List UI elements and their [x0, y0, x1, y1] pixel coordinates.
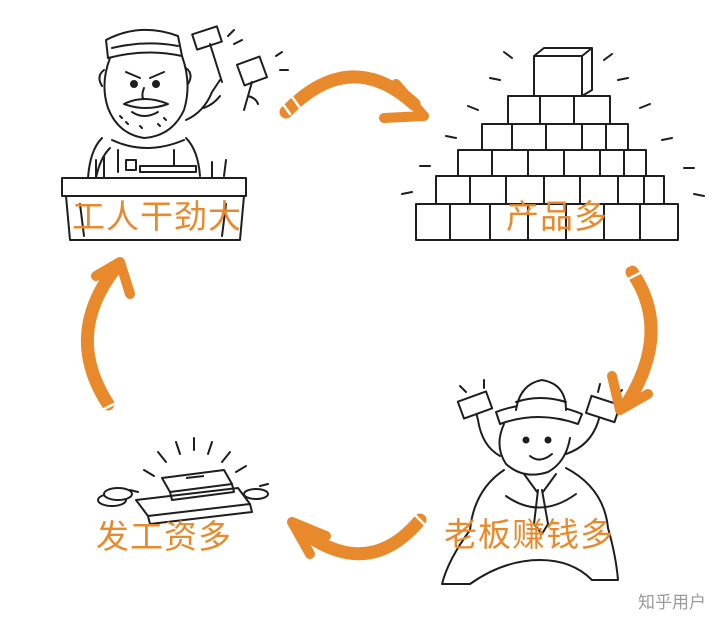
- money-stack-icon: [97, 437, 269, 525]
- product-pile-icon: [401, 47, 705, 241]
- cycle-arrows: [80, 70, 658, 561]
- arrow-boss-to-wages: [293, 513, 427, 561]
- node-label-wages: 发工资多: [96, 517, 232, 556]
- arrow-wages-to-workers: [80, 263, 121, 411]
- node-label-products: 产品多: [506, 197, 608, 236]
- watermark: 知乎用户: [638, 593, 706, 613]
- node-label-boss: 老板赚钱多: [444, 515, 614, 554]
- node-label-workers: 工人干劲大: [72, 197, 242, 236]
- arrow-products-to-boss: [621, 265, 658, 409]
- rich-boss-icon: [441, 379, 623, 585]
- worker-hammer-icon: [61, 25, 289, 241]
